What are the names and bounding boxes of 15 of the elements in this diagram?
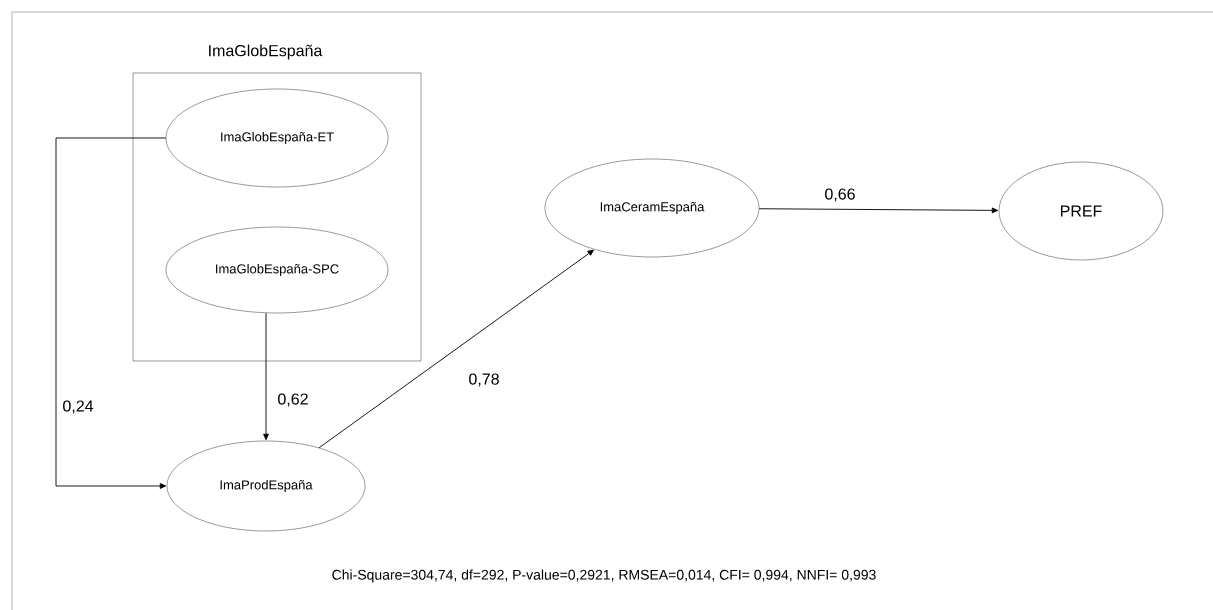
edge-label: 0,66 [823,187,857,203]
arrow [55,137,167,489]
edge-label: 0,24 [61,399,95,415]
edge-label: 0,78 [467,372,501,388]
arrow [318,249,594,449]
ellipse-node: ImaGlobEspaña-ET [165,88,389,188]
fit-statistics: Chi-Square=304,74, df=292, P-value=0,2921, RMSEA=0,014, CFI= 0,994, NNFI= 0,993 [332,569,876,583]
ellipse-node: ImaCeramEspaña [544,158,760,258]
ellipse-node: PREF [998,161,1164,261]
ellipse-node: ImaGlobEspaña-SPC [165,226,389,314]
ellipse-node: ImaProdEspaña [166,440,366,532]
arrow [758,207,999,214]
box-heading: ImaGlobEspaña [209,44,323,60]
edge-label: 0,62 [276,392,310,408]
arrow [263,312,269,441]
